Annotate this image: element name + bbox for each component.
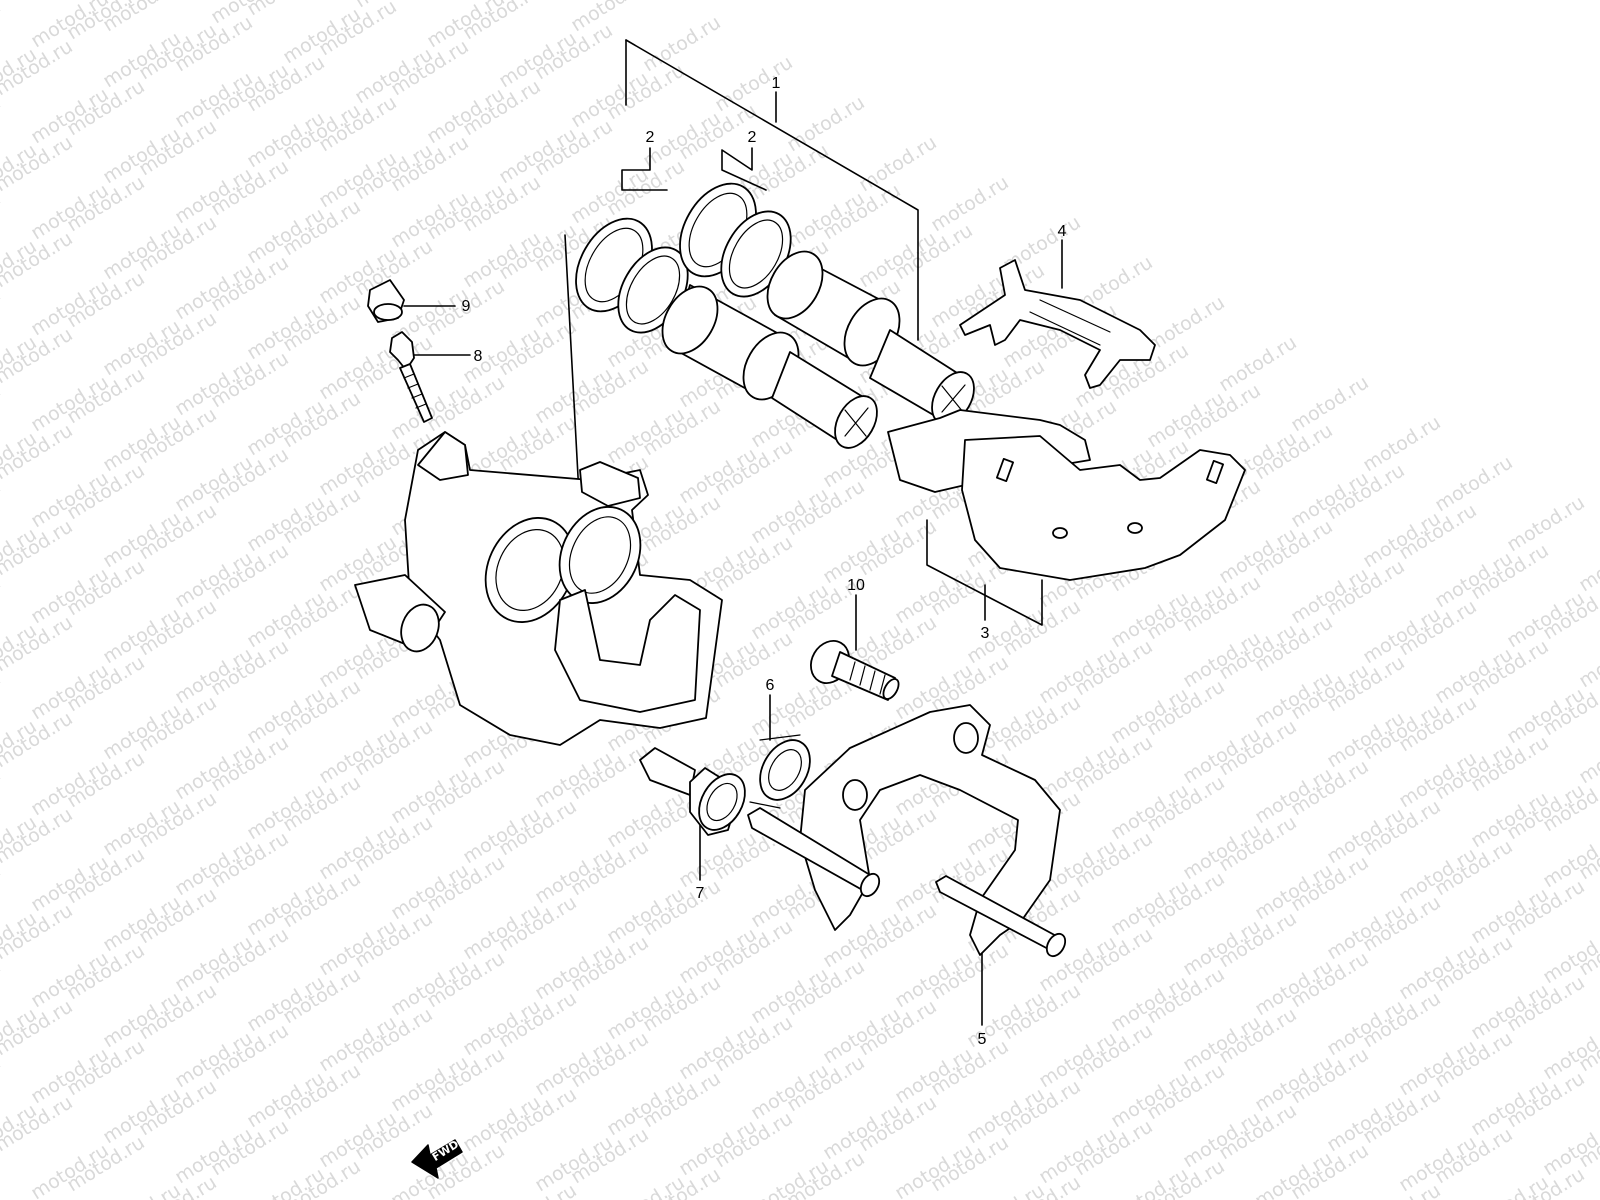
watermark-text: motod.ru (783, 91, 869, 156)
callout-3: 3 (981, 625, 990, 642)
watermark-text: motod.ru (0, 763, 5, 828)
callout-10: 10 (847, 577, 865, 594)
callout-7: 7 (696, 885, 705, 902)
callout-1: 1 (772, 75, 781, 92)
callout-4: 4 (1058, 223, 1067, 240)
watermark-text: motod.ru (603, 1171, 689, 1200)
watermark-text: motod.ru (1251, 1147, 1337, 1200)
watermark-text: motod.ru (963, 1179, 1049, 1200)
callout-labels: 1 2 2 3 4 5 6 7 8 9 10 (462, 75, 1067, 1048)
watermark-text: motod.ru (1143, 291, 1229, 356)
watermark-text: motod.ru (1359, 411, 1445, 476)
watermark-text: motod.ru (0, 0, 5, 60)
watermark-text: motod.ru (1215, 331, 1301, 396)
caliper-body (354, 431, 723, 746)
watermark-text: motod.ru (0, 283, 5, 348)
watermark-text: motod.ru (0, 91, 5, 156)
watermark-text: motod.ru (0, 379, 5, 444)
bleeder-cap (367, 279, 405, 323)
watermark-text: motod.ru (0, 955, 5, 1020)
watermark-text: motod.ru (927, 171, 1013, 236)
caliper-pistons (661, 250, 975, 449)
watermark-text: motod.ru (0, 475, 5, 540)
watermark-text: motod.ru (1575, 531, 1600, 596)
slide-pin-and-boots (639, 734, 811, 836)
watermark-text: motod.ru (1287, 371, 1373, 436)
watermark-text: motod.ru (0, 0, 77, 4)
bleeder-valve (389, 331, 433, 423)
callout-2a: 2 (646, 129, 655, 146)
caliper-bracket (747, 704, 1067, 958)
callout-2b: 2 (748, 129, 757, 146)
watermark-text: motod.ru (387, 0, 473, 4)
watermark-text: motod.ru (0, 859, 5, 924)
watermark-text: motod.ru (1575, 627, 1600, 692)
callout-6: 6 (766, 677, 775, 694)
callout-9: 9 (462, 298, 471, 315)
watermark-text: motod.ru (0, 571, 5, 636)
pad-spring (959, 259, 1156, 389)
watermark-text: motod.ru (0, 667, 5, 732)
pad-bolt (810, 640, 900, 701)
watermark-text: motod.ru (1575, 723, 1600, 788)
watermark-text: motod.ru (1503, 491, 1589, 556)
watermark-text: motod.ru (1467, 1171, 1553, 1200)
watermark-text: motod.ru (0, 187, 5, 252)
callout-8: 8 (474, 348, 483, 365)
brake-pads (887, 409, 1246, 581)
watermark-text: motod.ru (855, 131, 941, 196)
callout-5: 5 (978, 1031, 987, 1048)
watermark-text: motod.ru (1431, 451, 1517, 516)
watermark-text: motod.ru (0, 1051, 5, 1116)
watermark-text: motod.ru (639, 11, 725, 76)
watermark-text: motod.ru (711, 51, 797, 116)
watermark-text: motod.ru (99, 1179, 185, 1200)
